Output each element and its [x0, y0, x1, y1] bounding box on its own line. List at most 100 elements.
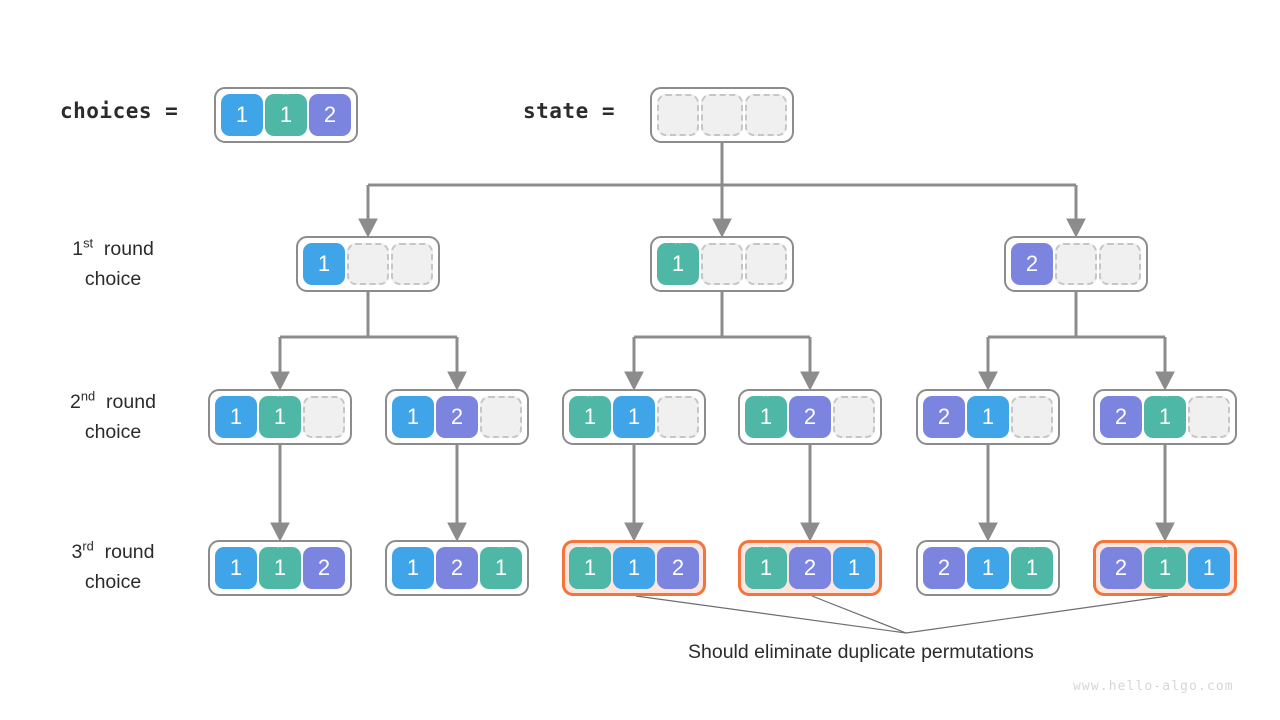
array-cell-value-1: 1	[215, 547, 257, 589]
array-cell-value-2: 2	[303, 547, 345, 589]
array-cell-empty	[1188, 396, 1230, 438]
circumflex-icon: ˆ	[277, 393, 283, 410]
row-2-word-round: round	[100, 391, 156, 413]
array-cell-value-2: 2	[436, 396, 478, 438]
hat-number-base: 1	[1158, 404, 1172, 429]
circumflex-icon: ˆ	[587, 393, 593, 410]
array-cell-value-2: 2	[789, 547, 831, 589]
array-cell-value-2: 2	[789, 396, 831, 438]
array-cell-value-2: 2	[1100, 547, 1142, 589]
state-label: state =	[523, 99, 616, 123]
circumflex-icon: ˆ	[1029, 544, 1035, 561]
row-3-line2: choice	[84, 570, 142, 593]
array-cell-value-1: 1	[613, 547, 655, 589]
hat-number-base: 1	[759, 404, 773, 429]
circumflex-icon: ˆ	[675, 240, 681, 257]
array-cell-empty	[745, 94, 787, 136]
row-3-ordinal: 3	[71, 541, 83, 563]
circumflex-icon: ˆ	[283, 91, 289, 108]
row-1-ordinal-suffix: st	[83, 235, 94, 251]
hat-number-base: 1	[1025, 555, 1039, 580]
row-label-round-3: 3rd round choice	[28, 538, 198, 597]
annotation-leader-lines	[635, 595, 1169, 634]
hat-number-base: 1	[583, 404, 597, 429]
row-3-word-round: round	[99, 541, 155, 563]
array-cell-value-1: 1	[613, 396, 655, 438]
array-cell-empty	[347, 243, 389, 285]
array-cell-value-1: 1	[303, 243, 345, 285]
array-cell-value-2: 2	[1100, 396, 1142, 438]
hat-number-base: 1	[494, 555, 508, 580]
array-cell-value-2: 2	[436, 547, 478, 589]
array-cell-empty	[1011, 396, 1053, 438]
row-2-line2: choice	[84, 420, 142, 443]
hat-number-base: 1	[279, 102, 293, 127]
row-2-ordinal-suffix: nd	[80, 388, 96, 404]
hat-number-base: 1	[583, 555, 597, 580]
array-cell-value-2: 2	[657, 547, 699, 589]
circumflex-icon: ˆ	[587, 544, 593, 561]
array-cell-value-2: 2	[923, 396, 965, 438]
array-cell-empty	[657, 94, 699, 136]
row-1-ordinal: 1	[72, 238, 84, 260]
circumflex-icon: ˆ	[1162, 393, 1168, 410]
watermark: www.hello-algo.com	[1073, 679, 1234, 694]
array-cell-value-1: 1	[967, 547, 1009, 589]
array-cell-value-2: 2	[923, 547, 965, 589]
array-cell-empty	[701, 243, 743, 285]
circumflex-icon: ˆ	[1162, 544, 1168, 561]
array-cell-empty	[745, 243, 787, 285]
row-2-ordinal: 2	[70, 391, 81, 413]
array-cell-empty	[1099, 243, 1141, 285]
row-1-word-round: round	[98, 238, 154, 260]
array-cell-empty	[480, 396, 522, 438]
row-label-round-1: 1st round choice	[28, 235, 198, 294]
array-cell-empty	[701, 94, 743, 136]
array-cell-empty	[391, 243, 433, 285]
array-cell-value-1: 1	[392, 547, 434, 589]
array-cell-value-1: 1	[221, 94, 263, 136]
state-array	[650, 87, 794, 143]
array-cell-value-2: 2	[1011, 243, 1053, 285]
array-cell-value-2: 2	[309, 94, 351, 136]
hat-number-base: 1	[1158, 555, 1172, 580]
array-cell-value-1: 1	[215, 396, 257, 438]
array-cell-empty	[657, 396, 699, 438]
circumflex-icon: ˆ	[498, 544, 504, 561]
circumflex-icon: ˆ	[763, 544, 769, 561]
row-3-ordinal-suffix: rd	[82, 538, 94, 554]
annotation-text: Should eliminate duplicate permutations	[688, 641, 1034, 663]
row-label-round-2: 2nd round choice	[28, 388, 198, 447]
array-cell-value-1: 1	[1188, 547, 1230, 589]
circumflex-icon: ˆ	[763, 393, 769, 410]
array-cell-empty	[1055, 243, 1097, 285]
